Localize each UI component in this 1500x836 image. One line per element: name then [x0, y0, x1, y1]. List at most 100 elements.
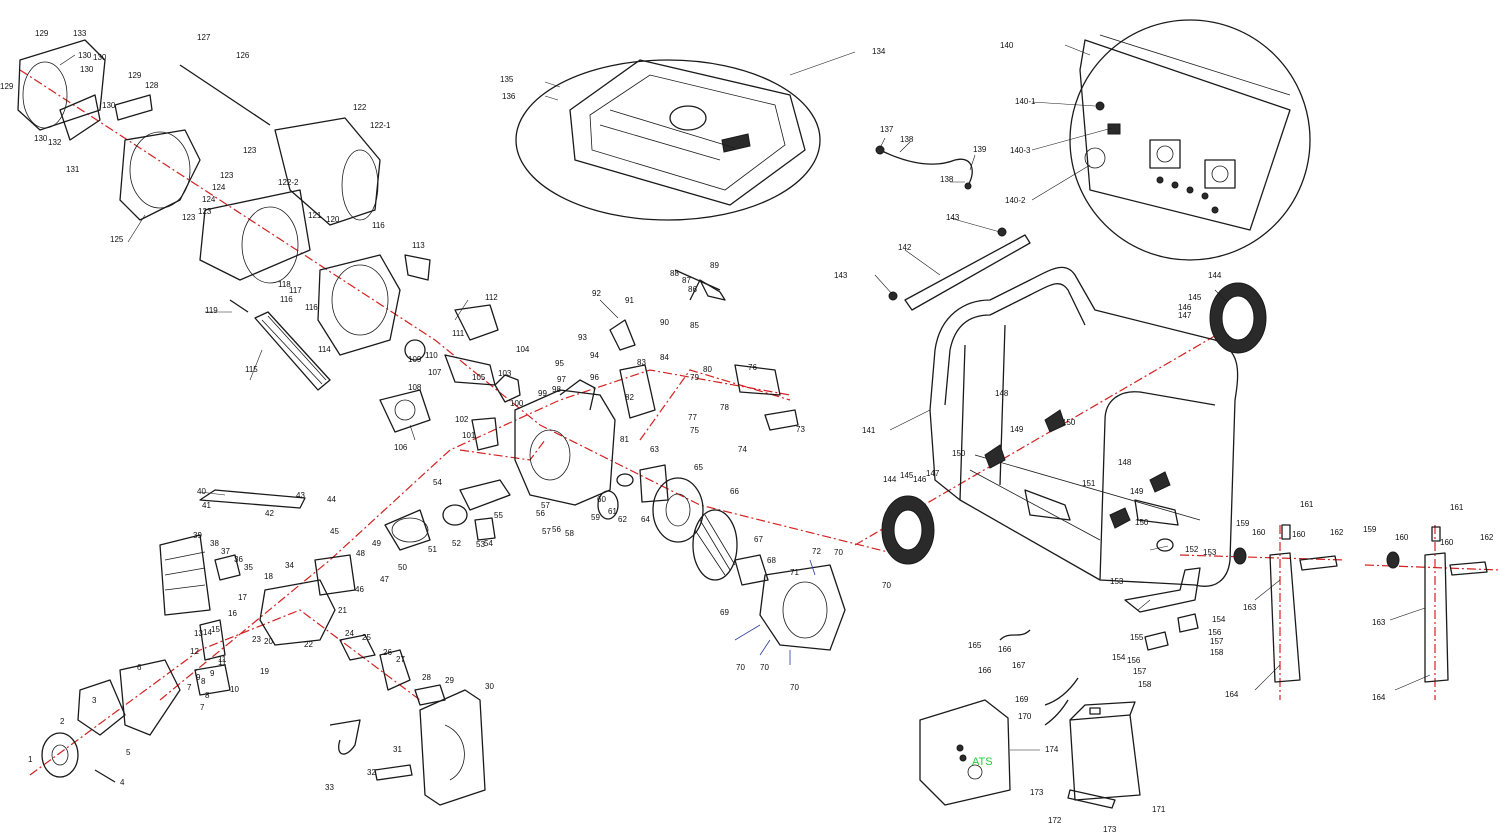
leader-lines — [59, 44, 1431, 751]
part-label: 147 — [1178, 311, 1192, 320]
part-label: 125 — [110, 235, 124, 244]
part-label: 123 — [243, 146, 257, 155]
part-label: 73 — [796, 425, 805, 434]
part-label: 150 — [952, 449, 966, 458]
part-label: 23 — [252, 635, 261, 644]
part-label: 40 — [197, 487, 206, 496]
part-label: 160 — [1395, 533, 1409, 542]
part-label: 145 — [900, 471, 914, 480]
part-label: 4 — [120, 778, 125, 787]
part-label: 59 — [591, 513, 600, 522]
part-label: 154 — [1112, 653, 1126, 662]
part-label: 157 — [1133, 667, 1147, 676]
part-label: 100 — [510, 399, 524, 408]
part-label: 174 — [1045, 745, 1059, 754]
part-label: 122 — [353, 103, 367, 112]
part-label: 144 — [883, 475, 897, 484]
part-label: 150 — [1135, 518, 1149, 527]
part-label: 54 — [433, 478, 442, 487]
part-label: 83 — [637, 358, 646, 367]
part-label: 138 — [900, 135, 914, 144]
part-label: 102 — [455, 415, 469, 424]
part-label: 101 — [462, 431, 476, 440]
part-label: 116 — [280, 295, 293, 304]
part-label: 74 — [738, 445, 747, 454]
part-label: 163 — [1372, 618, 1386, 627]
part-label: 43 — [296, 491, 305, 500]
part-label: 143 — [834, 271, 848, 280]
part-label: 32 — [367, 768, 376, 777]
part-label: 17 — [238, 593, 247, 602]
part-label: 99 — [538, 389, 547, 398]
part-label: 97 — [557, 375, 566, 384]
part-label: 70 — [790, 683, 799, 692]
part-label: 45 — [330, 527, 339, 536]
part-label: 31 — [393, 745, 402, 754]
part-label: 93 — [578, 333, 587, 342]
part-label: 173 — [1030, 788, 1044, 797]
part-label: 28 — [422, 673, 431, 682]
part-label: 126 — [236, 51, 250, 60]
part-label: 165 — [968, 641, 982, 650]
part-label: 112 — [485, 293, 498, 302]
part-label: 55 — [494, 511, 503, 520]
part-label: 172 — [1048, 816, 1062, 825]
part-label: 12 — [190, 647, 199, 656]
part-label: 15 — [211, 625, 220, 634]
part-label: 121 — [308, 211, 322, 220]
part-label: 22 — [304, 640, 313, 649]
part-label: 77 — [688, 413, 697, 422]
part-label: 153 — [1110, 577, 1124, 586]
part-label: 49 — [372, 539, 381, 548]
part-label: 119 — [205, 306, 218, 315]
part-label: 91 — [625, 296, 634, 305]
part-label: 84 — [660, 353, 669, 362]
part-label: 171 — [1152, 805, 1166, 814]
part-label: 2 — [60, 717, 65, 726]
part-label: 160 — [1252, 528, 1266, 537]
part-label: 82 — [625, 393, 634, 402]
handles-and-feet — [1124, 524, 1488, 683]
part-label: 160 — [1292, 530, 1306, 539]
part-label: 151 — [1082, 479, 1096, 488]
part-label: 1 — [28, 755, 33, 764]
part-label: 123 — [220, 171, 234, 180]
part-label: 56 — [536, 509, 545, 518]
part-label: 53 — [476, 540, 485, 549]
part-label: 135 — [500, 75, 514, 84]
control-panel-detail — [1069, 19, 1311, 261]
part-label: 149 — [1130, 487, 1144, 496]
part-label: 8 — [205, 691, 210, 700]
part-label: 169 — [1015, 695, 1029, 704]
wheels — [881, 282, 1267, 565]
part-label: 137 — [880, 125, 894, 134]
part-label: 130 — [34, 134, 48, 143]
part-label: 155 — [1130, 633, 1144, 642]
part-label: 46 — [355, 585, 364, 594]
part-label: 131 — [66, 165, 80, 174]
part-label: 19 — [260, 667, 269, 676]
part-label: 116 — [305, 303, 318, 312]
part-label: 62 — [618, 515, 627, 524]
part-label: 124 — [202, 195, 216, 204]
part-label: 154 — [1212, 615, 1226, 624]
alternator-group — [17, 39, 431, 391]
part-label: 20 — [264, 637, 273, 646]
part-label: 143 — [946, 213, 960, 222]
part-label: 26 — [383, 648, 392, 657]
muffler-carburetor-group — [41, 489, 486, 806]
part-label: 162 — [1330, 528, 1344, 537]
part-label: 14 — [203, 628, 212, 637]
part-label: 67 — [754, 535, 763, 544]
part-label: 95 — [555, 359, 564, 368]
part-label: 161 — [1450, 503, 1464, 512]
part-label: 133 — [73, 29, 87, 38]
part-label: 76 — [748, 363, 757, 372]
part-label: 130 — [102, 101, 116, 110]
part-label: 5 — [126, 748, 131, 757]
wire-harness — [875, 145, 973, 190]
part-label: 10 — [230, 685, 239, 694]
part-label: 136 — [502, 92, 516, 101]
frame-assembly — [929, 266, 1239, 587]
